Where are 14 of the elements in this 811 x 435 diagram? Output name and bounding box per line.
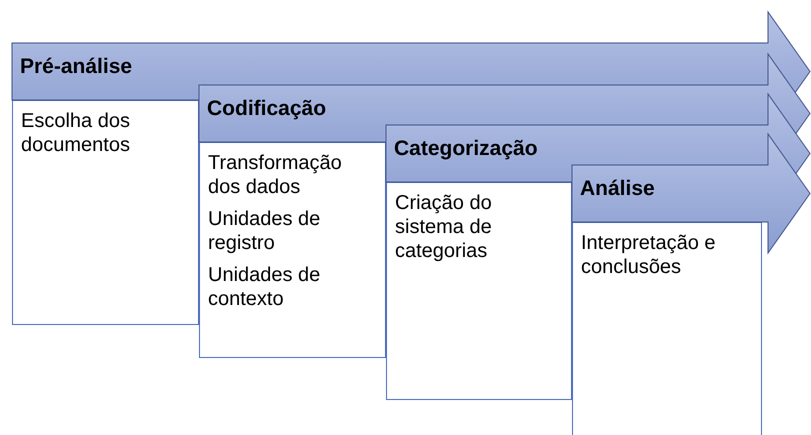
step-text: Escolha dos documentos bbox=[21, 109, 131, 157]
stage-heading: Categorização bbox=[394, 137, 538, 161]
stage-heading: Codificação bbox=[207, 97, 326, 121]
content-box bbox=[12, 100, 199, 325]
step-text: Unidades de registro bbox=[208, 207, 322, 255]
stage-heading: Pré-análise bbox=[20, 55, 132, 79]
step-text: Unidades de contexto bbox=[208, 263, 322, 311]
step-text: Transformação dos dados bbox=[208, 151, 343, 199]
content-box bbox=[199, 142, 386, 358]
content-box bbox=[386, 182, 572, 400]
content-box bbox=[572, 222, 762, 435]
step-text: Criação do sistema de categorias bbox=[395, 191, 493, 263]
stage-heading: Análise bbox=[580, 177, 655, 201]
step-text: Interpretação e conclusões bbox=[581, 231, 717, 279]
